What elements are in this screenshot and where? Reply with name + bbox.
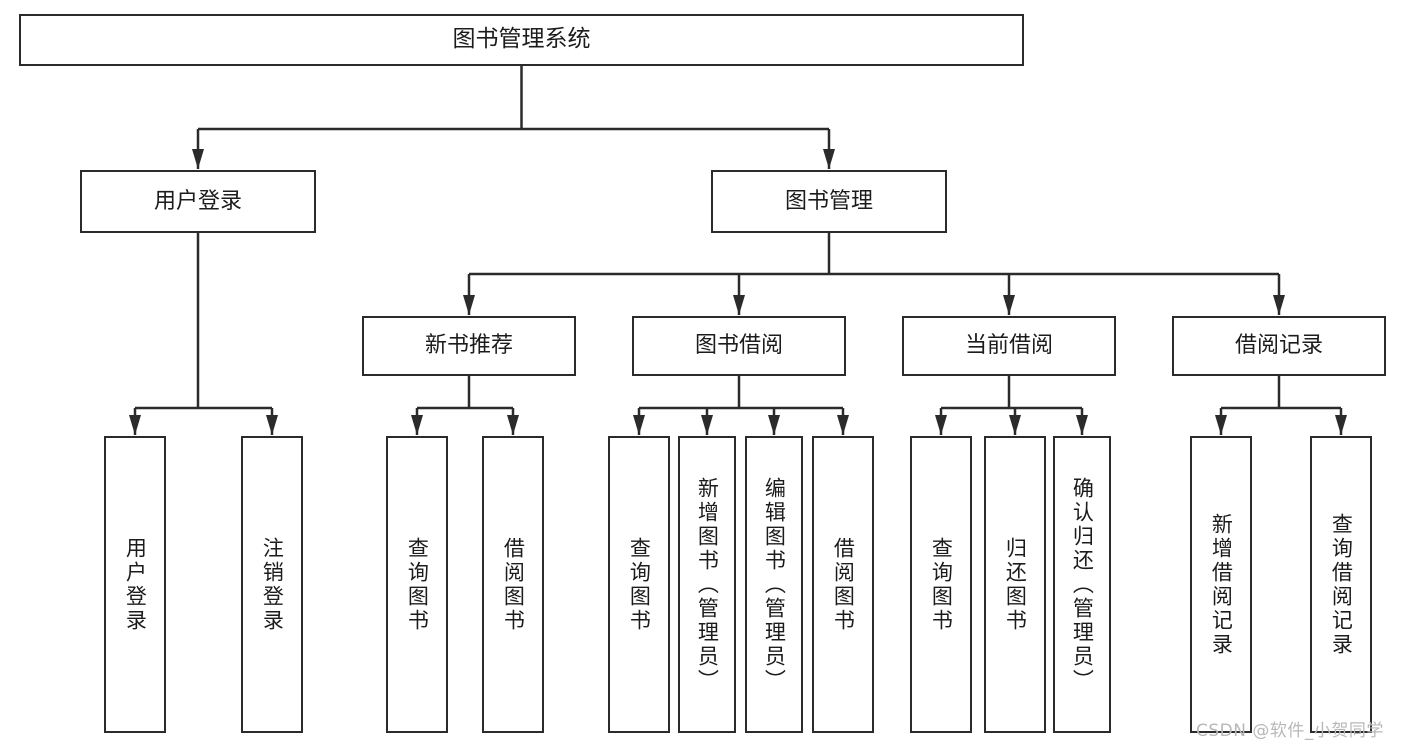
node-user-login: 用户登录 (80, 170, 316, 233)
node-label: 新增图书（管理员） (695, 476, 720, 693)
node-label: 归还图书 (1003, 536, 1028, 633)
node-leaf-query-book-2: 查询图书 (608, 436, 670, 733)
connector-arrowhead (192, 149, 204, 169)
connector-arrowhead (1009, 415, 1021, 435)
node-label: 图书借阅 (694, 333, 783, 359)
node-label: 查询借阅记录 (1329, 512, 1354, 657)
watermark-text: CSDN @软件_小贺同学 (1196, 721, 1384, 741)
node-leaf-query-book-3: 查询图书 (910, 436, 972, 733)
node-label: 当前借阅 (964, 333, 1053, 359)
node-label: 用户登录 (123, 536, 148, 633)
connector-arrowhead (1335, 415, 1347, 435)
node-leaf-user-login: 用户登录 (104, 436, 166, 733)
connector-arrowhead (823, 149, 835, 169)
node-label: 确认归还（管理员） (1070, 476, 1095, 693)
node-current-borrow: 当前借阅 (902, 316, 1116, 376)
connector-arrowhead (701, 415, 713, 435)
connector-arrowhead (1076, 415, 1088, 435)
connector-arrowhead (1003, 295, 1015, 315)
node-label: 图书管理 (784, 188, 873, 214)
node-leaf-confirm-return: 确认归还（管理员） (1053, 436, 1111, 733)
connector-arrowhead (1215, 415, 1227, 435)
node-label: 借阅记录 (1234, 333, 1323, 359)
node-label: 图书管理系统 (452, 26, 591, 53)
connector-arrowhead (837, 415, 849, 435)
node-label: 编辑图书（管理员） (762, 476, 787, 693)
node-root: 图书管理系统 (19, 14, 1024, 66)
node-label: 借阅图书 (831, 536, 856, 633)
node-leaf-borrow-book-2: 借阅图书 (812, 436, 874, 733)
node-book-manage: 图书管理 (711, 170, 947, 233)
node-label: 查询图书 (627, 536, 652, 633)
node-label: 注销登录 (260, 536, 285, 633)
node-book-borrow: 图书借阅 (632, 316, 846, 376)
connector-arrowhead (266, 415, 278, 435)
node-label: 借阅图书 (501, 536, 526, 633)
connector-arrowhead (463, 295, 475, 315)
node-leaf-query-book-1: 查询图书 (386, 436, 448, 733)
node-leaf-edit-book: 编辑图书（管理员） (745, 436, 803, 733)
connector-arrowhead (507, 415, 519, 435)
node-label: 新增借阅记录 (1209, 512, 1234, 657)
node-label: 用户登录 (153, 188, 242, 214)
connector-arrowhead (411, 415, 423, 435)
node-borrow-record: 借阅记录 (1172, 316, 1386, 376)
node-new-book-rec: 新书推荐 (362, 316, 576, 376)
connector-arrowhead (633, 415, 645, 435)
node-leaf-add-record: 新增借阅记录 (1190, 436, 1252, 733)
node-label: 查询图书 (929, 536, 954, 633)
node-leaf-add-book: 新增图书（管理员） (678, 436, 736, 733)
node-leaf-return-book: 归还图书 (984, 436, 1046, 733)
connector-arrowhead (935, 415, 947, 435)
node-label: 查询图书 (405, 536, 430, 633)
node-label: 新书推荐 (424, 333, 513, 359)
connector-arrowhead (768, 415, 780, 435)
connector-arrowhead (1273, 295, 1285, 315)
connector-arrowhead (129, 415, 141, 435)
node-leaf-query-record: 查询借阅记录 (1310, 436, 1372, 733)
node-leaf-user-logout: 注销登录 (241, 436, 303, 733)
node-leaf-borrow-book-1: 借阅图书 (482, 436, 544, 733)
connector-arrowhead (733, 295, 745, 315)
